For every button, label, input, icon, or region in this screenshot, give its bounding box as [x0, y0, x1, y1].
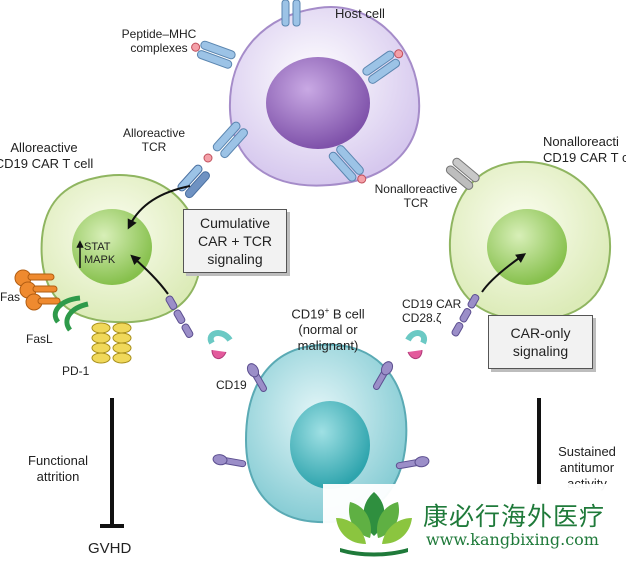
- sustained-activity-line1: Sustained: [558, 444, 616, 459]
- b-cell-label-line2: (normal or: [298, 322, 358, 338]
- watermark-chinese-text: 康必行海外医疗: [423, 502, 606, 531]
- cumulative-signaling-box: Cumulative CAR + TCR signaling: [183, 209, 287, 273]
- stat-label: STAT: [84, 241, 111, 253]
- alloreactive-tcr-label-line2: TCR: [141, 140, 167, 154]
- host-cell: [228, 5, 421, 187]
- peptide-mhc-complex-right: [362, 49, 404, 84]
- sustained-activity-line2: antitumor: [559, 460, 615, 475]
- nonalloreactive-cart-label-line2: CD19 CAR T c: [543, 150, 626, 165]
- b-cell-label-bcell: B cell: [329, 306, 365, 322]
- fasl-label: FasL: [26, 332, 53, 346]
- functional-attrition-label: Functional attrition: [22, 453, 94, 485]
- car-only-box-line2: signaling: [512, 343, 569, 359]
- car-construct-label-line1: CD19 CAR: [402, 297, 462, 311]
- watermark-logo: [336, 492, 412, 557]
- alloreactive-cart-label: Alloreactive CD19 CAR T cell: [0, 140, 94, 172]
- nonalloreactive-car-t-cell: [448, 160, 612, 322]
- alloreactive-cart-label-line1: Alloreactive: [10, 140, 78, 155]
- fas-label: Fas: [0, 290, 21, 304]
- cumulative-box-line3: signaling: [207, 251, 263, 267]
- cumulative-box-line1: Cumulative: [199, 215, 270, 231]
- b-cell-label-sup: +: [324, 306, 330, 315]
- car-construct-label-line2: CD28.ζ: [402, 311, 442, 325]
- host-tcr-top: [281, 0, 301, 27]
- nonalloreactive-cart-label-line1: Nonalloreacti: [543, 134, 619, 149]
- nonalloreactive-tcr-label: Nonalloreactive TCR: [372, 182, 460, 210]
- car-only-box-line1: CAR-only: [510, 325, 571, 341]
- fas-receptors: [14, 269, 61, 311]
- functional-attrition-line2: attrition: [36, 469, 80, 484]
- car-receptor-right: [405, 294, 480, 359]
- nonalloreactive-tcr-label-line2: TCR: [403, 196, 429, 210]
- alloreactive-tcr-label-line1: Alloreactive: [122, 126, 186, 140]
- peptide-mhc-complex: [191, 40, 236, 69]
- cd19-label: CD19: [216, 378, 247, 392]
- peptide-mhc-label-line1: Peptide–MHC: [121, 27, 197, 41]
- b-cell-label: CD19+ B cell (normal or malignant): [278, 303, 378, 354]
- nonalloreactive-tcr-label-line1: Nonalloreactive: [374, 182, 458, 196]
- b-cell: [244, 343, 408, 524]
- pd1-receptors: [91, 322, 132, 364]
- host-cell-label: Host cell: [335, 6, 385, 21]
- fasl-ligands: [52, 295, 89, 332]
- b-cell-label-line1: CD19+ B cell: [278, 303, 378, 322]
- peptide-mhc-label-line2: complexes: [130, 41, 188, 55]
- gvhd-label: GVHD: [88, 540, 132, 557]
- cd19-molecules: [212, 361, 430, 470]
- mapk-label: MAPK: [84, 254, 116, 266]
- alloreactive-tcr-label: Alloreactive TCR: [118, 126, 190, 154]
- host-mhc-lower-right: [328, 145, 367, 184]
- cumulative-box-line2: CAR + TCR: [197, 233, 273, 249]
- watermark-url: www.kangbixing.com: [426, 530, 599, 549]
- b-cell-label-line3: malignant): [297, 338, 359, 354]
- car-signal-arrow-left: [130, 254, 169, 295]
- b-cell-label-cd19: CD19: [291, 306, 325, 322]
- car-signal-arrow-right: [481, 253, 527, 293]
- tcr-signal-arrow: [127, 185, 191, 230]
- stat-mapk-label: STAT MAPK: [84, 241, 115, 267]
- peptide-mhc-label: Peptide–MHC complexes: [115, 27, 203, 55]
- alloreactive-cart-label-line2: CD19 CAR T cell: [0, 156, 94, 171]
- host-nucleus: [266, 57, 370, 149]
- nonalloreactive-cart-label: Nonalloreacti CD19 CAR T c: [543, 134, 626, 166]
- b-nucleus: [290, 401, 370, 489]
- nonalloreactive-tcr: [445, 157, 480, 190]
- alloreactive-tcr-mhc-pair: [177, 121, 248, 199]
- gvhd-inhibition-bar: [100, 398, 124, 528]
- pd1-label: PD-1: [62, 364, 90, 378]
- functional-attrition-line1: Functional: [28, 453, 88, 468]
- car-only-signaling-box: CAR-only signaling: [488, 315, 593, 369]
- car-construct-label: CD19 CAR CD28.ζ: [402, 297, 461, 325]
- car-receptor-left: [165, 295, 233, 359]
